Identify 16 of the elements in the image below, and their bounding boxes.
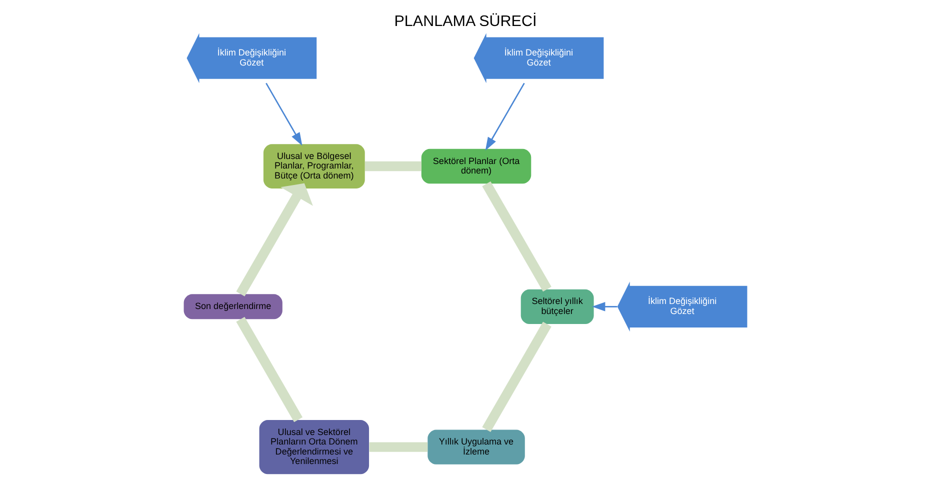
node-box: Son değerlendirme [183, 294, 282, 320]
arrow [236, 183, 312, 296]
arrow [484, 82, 524, 151]
node-box: Ulusal ve Sektörel Planların Orta Dönem Değerlendirmesi ve Yenilenmesi [258, 420, 369, 474]
node-box: Ulusal ve Bölgesel Planlar, Programlar, Bütçe (Orta dönem) [262, 144, 364, 189]
connector [482, 181, 551, 292]
arrow [591, 302, 617, 312]
connector [236, 316, 302, 422]
node-box: Seltörel yıllık bütçeler [520, 289, 594, 324]
node-box: Sektörel Planlar (Orta dönem) [420, 148, 531, 184]
connector [364, 161, 421, 172]
arrow [265, 82, 302, 146]
diagram-title: PLANLAMA SÜRECİ [394, 12, 536, 30]
connector [482, 322, 551, 432]
connector [368, 442, 428, 452]
node-box: Yıllık Uygulama ve İzleme [427, 430, 524, 464]
